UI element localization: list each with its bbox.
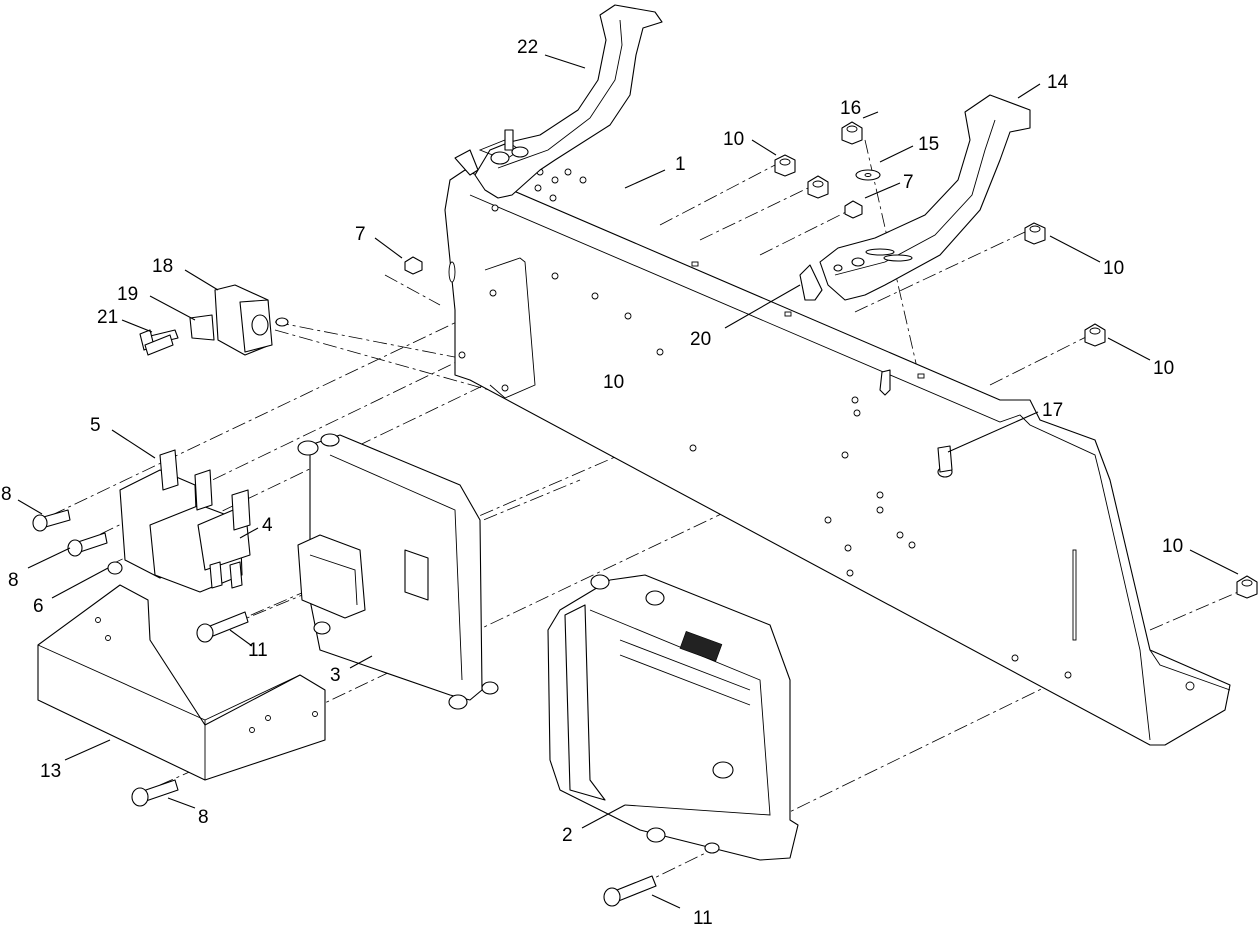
callout-10-center: 10 xyxy=(603,372,624,393)
callout-8-middle: 8 xyxy=(8,570,19,591)
nuts-and-washers xyxy=(404,121,1258,599)
callout-7-right: 7 xyxy=(903,172,914,193)
callout-11-bottom: 11 xyxy=(693,908,713,929)
ecu-module xyxy=(547,574,799,861)
switch-assembly xyxy=(139,284,289,356)
callout-7-left: 7 xyxy=(355,224,366,245)
callout-16: 16 xyxy=(840,98,861,119)
controller-module xyxy=(297,433,499,710)
right-handle-bracket xyxy=(819,94,1031,301)
callout-20: 20 xyxy=(690,329,711,350)
callout-10-right-middle: 10 xyxy=(1153,358,1174,379)
callout-8-top: 8 xyxy=(1,484,12,505)
plate-hardware xyxy=(799,264,953,478)
callout-5: 5 xyxy=(90,415,101,436)
callout-2: 2 xyxy=(562,825,573,846)
callout-4: 4 xyxy=(262,515,273,536)
leader-lines xyxy=(17,54,1239,909)
main-mounting-bracket xyxy=(444,168,1231,746)
callout-15: 15 xyxy=(918,134,939,155)
callout-18: 18 xyxy=(152,256,173,277)
callout-13: 13 xyxy=(40,761,61,782)
callout-1: 1 xyxy=(675,154,686,175)
callout-3: 3 xyxy=(330,665,341,686)
callout-21: 21 xyxy=(97,307,118,328)
bolts xyxy=(32,334,657,907)
relay-assembly xyxy=(119,449,251,593)
callout-14: 14 xyxy=(1047,72,1069,93)
callout-10-right-upper: 10 xyxy=(1103,258,1124,279)
lower-mounting-bracket xyxy=(37,584,326,781)
callout-22: 22 xyxy=(517,37,538,58)
callout-10-top: 10 xyxy=(723,129,744,150)
callout-6: 6 xyxy=(33,596,44,617)
callout-19: 19 xyxy=(117,284,138,305)
callout-8-bottom: 8 xyxy=(198,807,209,828)
left-handle-bracket xyxy=(454,4,663,199)
callout-17: 17 xyxy=(1042,400,1063,421)
callout-labels: 22 1 10 16 15 7 14 10 10 17 20 10 7 18 1… xyxy=(1,37,1183,929)
callout-10-right-lower: 10 xyxy=(1162,536,1183,557)
callout-11-left: 11 xyxy=(248,640,268,661)
